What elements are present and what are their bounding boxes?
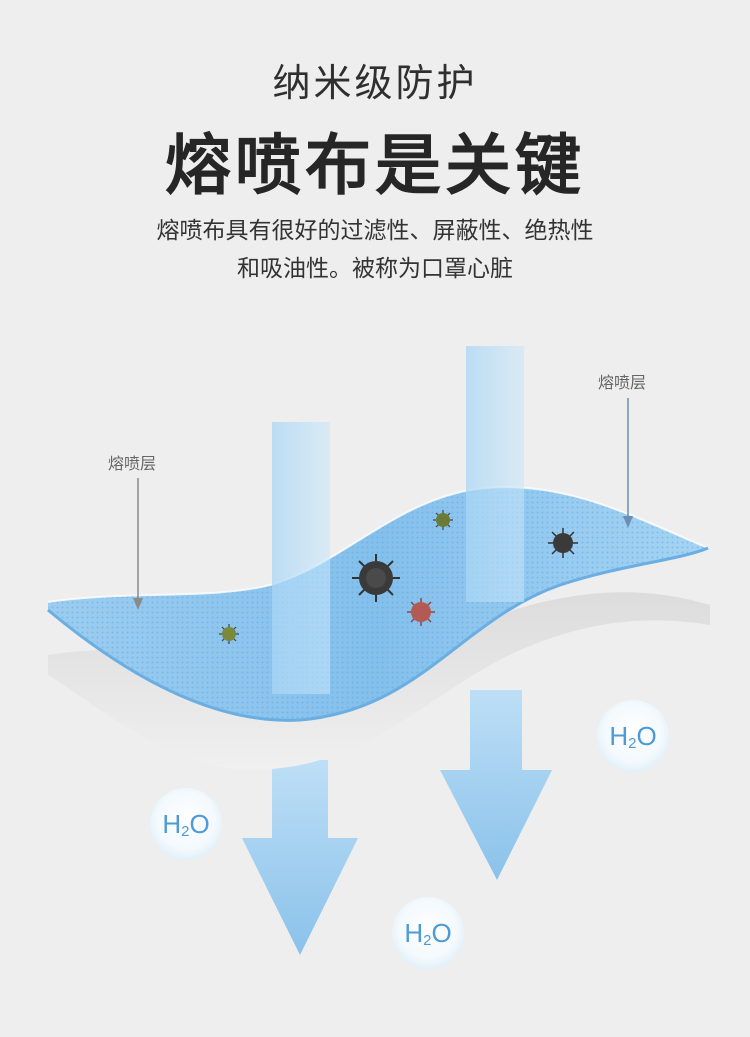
layer-label-right: 熔喷层	[598, 373, 647, 392]
water-molecule-left: H2O	[150, 788, 222, 860]
virus-icon-green-top	[433, 510, 453, 530]
light-bar-right	[466, 346, 524, 602]
down-arrow-left	[242, 760, 358, 955]
virus-icon-green-left	[219, 624, 239, 644]
down-arrow-right	[440, 690, 552, 880]
virus-icon-large	[352, 554, 400, 602]
left-pointer-arrow	[133, 478, 143, 610]
page-title: 熔喷布是关键	[165, 127, 585, 204]
virus-icon-red	[407, 598, 435, 626]
description-line-1: 熔喷布具有很好的过滤性、屏蔽性、绝热性	[156, 218, 594, 244]
description: 熔喷布具有很好的过滤性、屏蔽性、绝热性 和吸油性。被称为口罩心脏	[0, 212, 750, 288]
water-molecule-bottom: H2O	[392, 897, 464, 969]
right-pointer-arrow	[623, 398, 633, 528]
description-line-2: 和吸油性。被称为口罩心脏	[237, 256, 513, 282]
water-molecule-right: H2O	[597, 700, 669, 772]
light-bar-left	[272, 422, 330, 694]
virus-icon-dark-right	[548, 528, 578, 558]
subtitle: 纳米级防护	[272, 61, 478, 105]
layer-label-left: 熔喷层	[108, 454, 157, 473]
